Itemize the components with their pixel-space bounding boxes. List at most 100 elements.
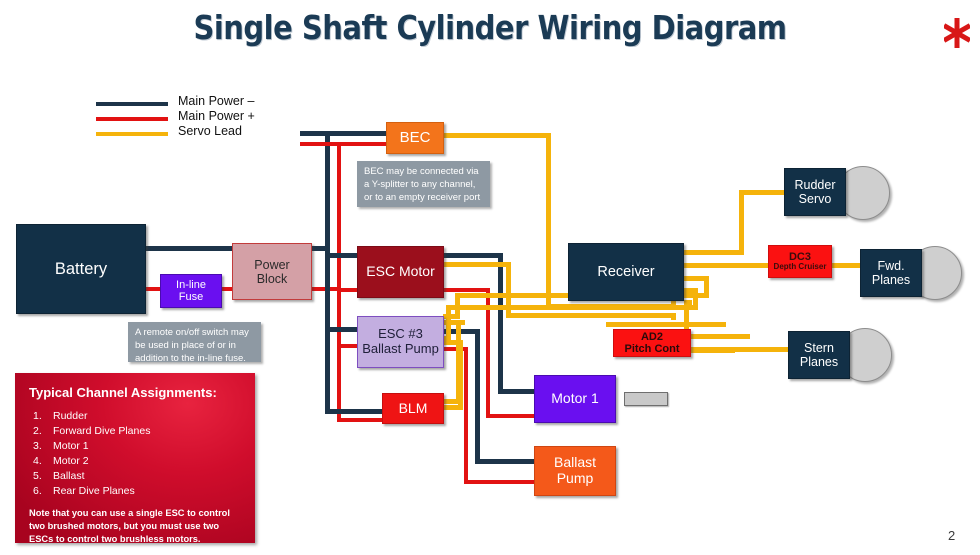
wire-bec-servo-v [546, 133, 551, 309]
block-esc3-ballast-pump[interactable]: ESC #3 Ballast Pump [357, 316, 444, 368]
block-esc-motor-label: ESC Motor [366, 263, 435, 280]
block-ballast-pump[interactable]: Ballast Pump [534, 446, 616, 496]
wire-powerblock-neg-out [312, 246, 330, 251]
wire-receiver-ch3-to-escmotor [443, 314, 460, 319]
page-number: 2 [948, 528, 956, 543]
block-motor-1[interactable]: Motor 1 [534, 375, 616, 423]
channel-num-6: 6. [33, 484, 42, 497]
channel-label-2: Forward Dive Planes [53, 424, 151, 437]
wire-battery-neg-to-powerblock [145, 246, 235, 251]
list-item: 4. Motor 2 [29, 454, 241, 469]
channel-label-3: Motor 1 [53, 439, 89, 452]
wire-escmotor-signal-h [443, 262, 511, 267]
channel-assignments-heading: Typical Channel Assignments: [29, 385, 217, 400]
channel-label-4: Motor 2 [53, 454, 89, 467]
block-fwd-planes-label-1: Fwd. [877, 259, 905, 273]
wire-receiver-ch1-v [739, 190, 744, 255]
wire-receiver-ch4-h1 [684, 288, 698, 293]
block-rudder-servo[interactable]: Rudder Servo [784, 168, 846, 216]
wire-blm-signal-v [458, 340, 463, 410]
list-item: 2. Forward Dive Planes [29, 424, 241, 439]
block-dc3-label-1: DC3 [788, 250, 811, 263]
wire-ad2-out-upper [690, 334, 750, 339]
wire-fuse-to-powerblock [222, 287, 235, 291]
wire-receiver-ch1-to-rudder [739, 190, 785, 195]
block-power-block-label-2: Block [256, 271, 288, 286]
block-receiver-label: Receiver [597, 263, 655, 280]
legend-swatch-yellow [96, 132, 168, 136]
block-stern-planes-label-1: Stern [804, 341, 834, 355]
list-item: 6. Rear Dive Planes [29, 484, 241, 499]
wire-receiver-ch3-h1 [684, 276, 709, 281]
wire-dc3-to-fwd-planes [830, 263, 862, 268]
channel-num-4: 4. [33, 454, 42, 467]
red-asterisk-logo [944, 18, 970, 48]
wire-escmotor-out-neg-v [498, 253, 503, 394]
channel-num-3: 3. [33, 439, 42, 452]
channel-assignments-list: 1. Rudder 2. Forward Dive Planes 3. Moto… [29, 409, 241, 498]
wire-escmotor-out-pos-v [486, 288, 490, 418]
channel-label-1: Rudder [53, 410, 88, 422]
block-stern-planes[interactable]: Stern Planes [788, 331, 850, 379]
legend-swatch-navy [96, 102, 168, 106]
wire-bec-neg-tail [300, 131, 330, 136]
legend: Main Power – Main Power + Servo Lead [96, 94, 286, 141]
wire-blm-signal-into-esc3 [443, 340, 463, 345]
block-power-block-label-1: Power [254, 257, 290, 272]
block-power-block[interactable]: Power Block [232, 243, 312, 300]
channel-num-1: 1. [33, 410, 42, 422]
wire-red-bus-vertical [337, 142, 341, 422]
block-battery[interactable]: Battery [16, 224, 146, 314]
wire-esc3-signal-h [443, 320, 465, 325]
wire-bus-to-blm-pos [337, 418, 383, 422]
block-ad2-pitch-control[interactable]: AD2 Pitch Cont [613, 329, 691, 357]
wire-ad2-in [606, 322, 726, 327]
legend-swatch-red [96, 117, 168, 121]
note-bec-text: BEC may be connected via a Y-splitter to… [364, 166, 481, 203]
block-blm[interactable]: BLM [382, 393, 444, 424]
block-inline-fuse-label-2: Fuse [178, 291, 204, 303]
wire-bec-servo-riser [671, 296, 676, 309]
block-receiver[interactable]: Receiver [568, 243, 684, 301]
block-motor-1-label: Motor 1 [551, 390, 599, 407]
wire-receiver-ch1-h [684, 250, 744, 255]
wire-bus-to-esc3-pos [337, 344, 360, 348]
legend-label-servo-lead: Servo Lead [178, 124, 242, 138]
block-fwd-planes[interactable]: Fwd. Planes [860, 249, 922, 297]
wire-esc3-out-neg-h1 [443, 329, 480, 334]
block-esc3-label-1: ESC #3 [378, 326, 423, 342]
channel-label-5: Ballast [53, 469, 85, 482]
block-inline-fuse[interactable]: In-line Fuse [160, 274, 222, 308]
block-ballast-pump-label-2: Pump [556, 470, 594, 486]
wire-receiver-ch3-v [704, 276, 709, 298]
channel-assignments-card: Typical Channel Assignments: 1. Rudder 2… [15, 373, 255, 545]
block-ad2-label-2: Pitch Cont [624, 343, 680, 355]
block-fwd-planes-label-2: Planes [871, 273, 911, 287]
wire-bec-servo-h [443, 133, 551, 138]
wire-escmotor-out-pos-h1 [443, 288, 490, 292]
note-fuse: A remote on/off switch may be used in pl… [128, 322, 261, 364]
block-bec[interactable]: BEC [386, 122, 444, 154]
legend-label-main-power-positive: Main Power + [178, 109, 255, 123]
block-inline-fuse-label-1: In-line [176, 278, 206, 291]
legend-item-main-power-positive: Main Power + [96, 109, 286, 126]
page-title: Single Shaft Cylinder Wiring Diagram [193, 8, 787, 47]
wire-bus-to-blm-neg [325, 409, 383, 414]
wire-navy-bus-vertical [325, 131, 330, 414]
wire-bus-to-escmotor-neg [325, 253, 360, 258]
channel-label-6: Rear Dive Planes [53, 484, 135, 497]
wire-escmotor-signal-riser [671, 313, 676, 320]
list-item: 3. Motor 1 [29, 439, 241, 454]
wire-receiver-ch4-to-esc3 [443, 336, 451, 341]
block-dc3-depth-cruiser[interactable]: DC3 Depth Cruiser [768, 245, 832, 278]
block-blm-label: BLM [398, 399, 428, 416]
wire-escmotor-out-neg-h2 [498, 389, 536, 394]
channel-assignments-footnote: Note that you can use a single ESC to co… [29, 508, 230, 545]
wire-receiver-ch4-h2 [446, 305, 698, 310]
wire-escmotor-signal-h2 [506, 313, 676, 318]
wire-receiver-ch2-to-dc3 [684, 263, 768, 268]
block-esc-motor[interactable]: ESC Motor [357, 246, 444, 298]
wire-battery-pos-to-fuse [145, 287, 162, 291]
block-rudder-servo-label-2: Servo [798, 192, 832, 206]
